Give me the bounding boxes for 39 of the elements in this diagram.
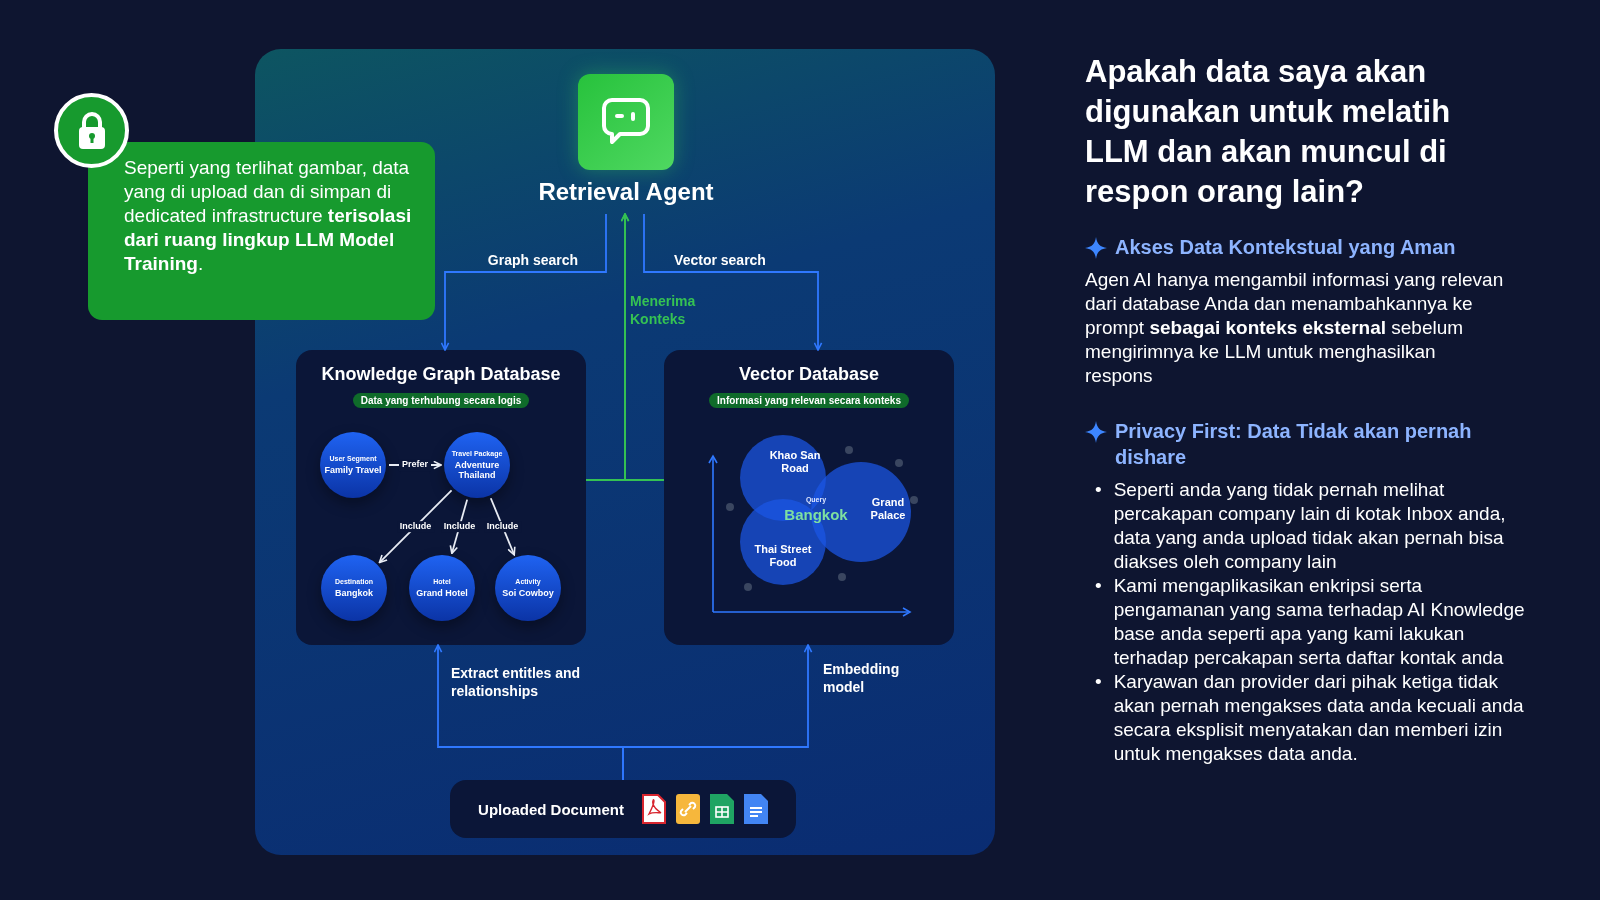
bullet-text: Seperti anda yang tidak pernah melihat percakapan company lain di kotak Inbox anda, data yang anda upload tidak akan pernah bisa diakses oleh company lain <box>1113 478 1507 574</box>
entity-name: Adventure Thailand <box>453 459 501 481</box>
entity-name: Bangkok <box>335 587 373 598</box>
bullet-marker: • <box>1095 670 1102 694</box>
edge-label: Graph search <box>486 250 580 270</box>
arrow <box>643 213 823 351</box>
arrow <box>622 644 813 781</box>
edge-label: Embedding model <box>822 660 901 697</box>
entity-name: Soi Cowboy <box>502 587 554 598</box>
section-heading: Privacy First: Data Tidak akan pernah dishare <box>1115 419 1473 470</box>
page-title: Apakah data saya akan digunakan untuk melatih LLM dan akan muncul di respon orang lain? <box>1085 53 1452 211</box>
callout-box <box>88 142 435 320</box>
section-paragraph: Agen AI hanya mengambil informasi yang relevan dari database Anda dan menambahkannya ke prompt sebagai konteks eksternal sebelum mengirimnya ke LLM untuk menghasilkan respons <box>1085 268 1505 388</box>
panel-title: Vector Database <box>738 364 880 385</box>
query-term: Bangkok <box>784 505 848 523</box>
bullet-marker: • <box>1095 574 1102 598</box>
bullet-text: Kami mengaplikasikan enkripsi serta pengamanan yang sama terhadap AI Knowledge base anda seperti apa yang kami lakukan terhadap percakapan serta daftar kontak anda <box>1113 574 1526 670</box>
box-title: Uploaded Document <box>478 800 624 818</box>
entity-name: Family Travel <box>324 464 382 475</box>
subtitle-tag: Informasi yang relevan secara konteks <box>709 393 909 408</box>
node-title: Retrieval Agent <box>538 178 714 206</box>
arrow <box>440 213 607 351</box>
bullet-text: Karyawan dan provider dari pihak ketiga tidak akan pernah mengakses data anda kecuali anda secara eksplisit menyatakan dan memberi izin untuk mengakses data anda. <box>1113 670 1525 766</box>
arrow <box>620 213 665 481</box>
edge-label: Extract entitles and relationships <box>450 664 582 701</box>
cluster-label: Grand Palace <box>869 496 907 523</box>
edge-label: Vector search <box>673 250 767 270</box>
panel-title: Knowledge Graph Database <box>321 364 561 385</box>
database-panel <box>296 350 586 645</box>
entity-name: Grand Hotel <box>416 587 468 598</box>
document-source-box <box>450 780 796 838</box>
callout-text: Seperti yang terlihat gambar, data yang di upload dan di simpan di dedicated infrastructure terisolasi dari ruang lingkup LLM Model Training. <box>124 157 412 274</box>
edge-label: Menerima Konteks <box>629 292 697 329</box>
database-panel <box>664 350 954 645</box>
section-heading: Akses Data Kontekstual yang Aman <box>1115 235 1456 260</box>
cluster-label: Khao San Road <box>768 449 822 476</box>
cluster-label: Thai Street Food <box>753 543 813 570</box>
bullet-marker: • <box>1095 478 1102 502</box>
subtitle-tag: Data yang terhubung secara logis <box>352 393 530 408</box>
